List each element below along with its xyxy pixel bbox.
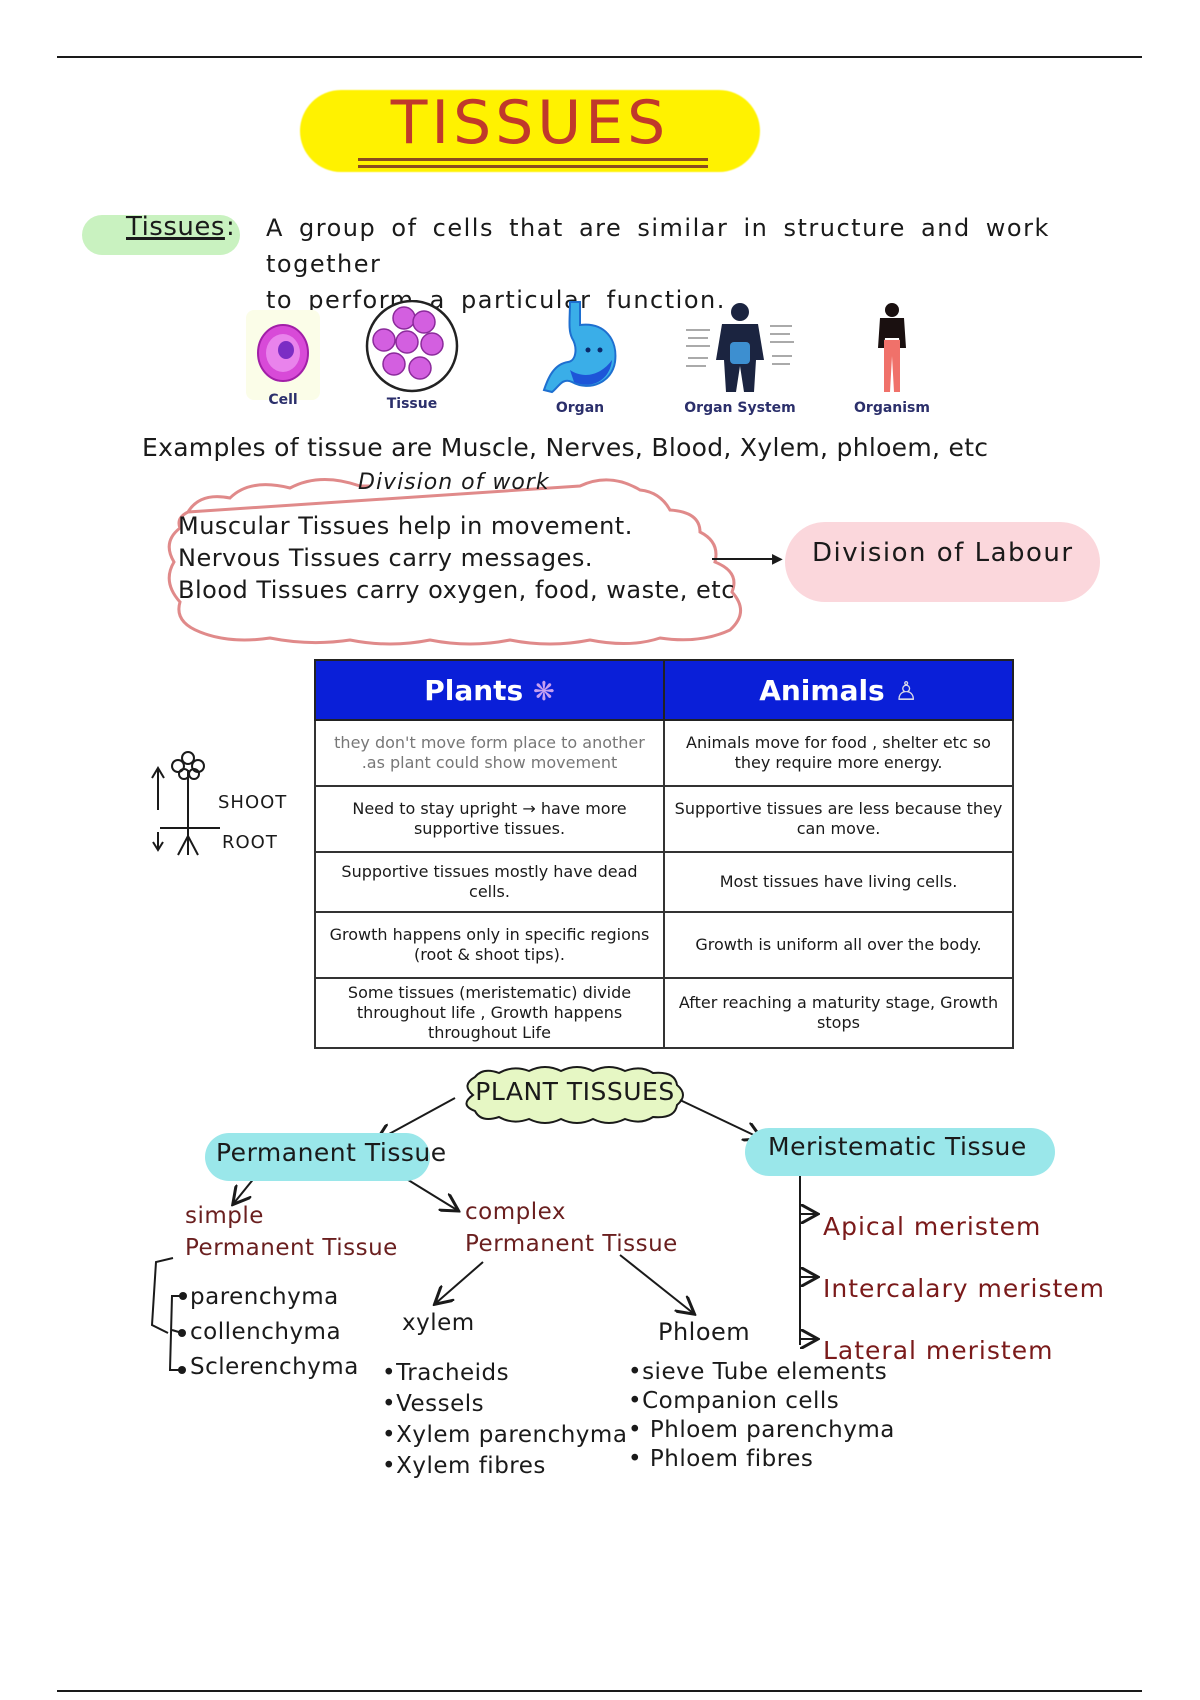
title-underline xyxy=(358,158,708,161)
complex-label-line2: Permanent Tissue xyxy=(465,1231,678,1257)
division-line: Muscular Tissues help in movement. xyxy=(178,512,633,540)
hierarchy-organ-system: Organ System xyxy=(680,300,800,430)
plant-icon: ❋ xyxy=(532,676,555,707)
permanent-tissue-highlight xyxy=(205,1133,430,1181)
list-item: •Xylem parenchyma xyxy=(382,1422,628,1448)
meristematic-tissue-label: Meristematic Tissue xyxy=(768,1132,1027,1161)
definition-line-1: A group of cells that are similar in str… xyxy=(266,214,1050,278)
division-line: Nervous Tissues carry messages. xyxy=(178,544,594,572)
human-icon xyxy=(878,303,906,392)
hierarchy-label: Tissue xyxy=(386,396,438,412)
list-item: • Phloem fibres xyxy=(628,1446,814,1472)
header-plants: Plants ❋ xyxy=(314,659,665,721)
division-of-work-lines: Muscular Tissues help in movement. Nervo… xyxy=(178,510,735,606)
list-item: collenchyma xyxy=(190,1319,342,1345)
phloem-list: •sieve Tube elements •Companion cells • … xyxy=(628,1358,895,1474)
complex-permanent-tissue: complex Permanent Tissue xyxy=(465,1196,678,1260)
header-animals: Animals ♙ xyxy=(663,659,1014,721)
person-icon: ♙ xyxy=(894,676,918,707)
list-item: •Xylem fibres xyxy=(382,1453,546,1479)
table-cell: Growth is uniform all over the body. xyxy=(663,911,1014,979)
table-row: Need to stay upright → have more support… xyxy=(314,785,1014,853)
division-of-work-title: Division of work xyxy=(358,470,550,495)
xylem-label: xylem xyxy=(402,1310,475,1336)
list-item: •Companion cells xyxy=(628,1388,840,1414)
table-cell: Need to stay upright → have more support… xyxy=(314,785,665,853)
table-cell: Supportive tissues mostly have dead cell… xyxy=(314,851,665,913)
plants-animals-table: Plants ❋ Animals ♙ they don't move form … xyxy=(314,659,1014,1049)
top-rule xyxy=(57,56,1142,58)
list-item: Intercalary meristem xyxy=(823,1274,1105,1303)
table-cell: Growth happens only in specific regions … xyxy=(314,911,665,979)
division-of-work-cloud xyxy=(167,477,742,646)
simple-label-line2: Permanent Tissue xyxy=(185,1235,398,1261)
hierarchy-cell: Cell xyxy=(240,300,326,430)
table-cell: After reaching a maturity stage, Growth … xyxy=(663,977,1014,1049)
hierarchy-organ: Organ xyxy=(530,300,630,430)
simple-label-line1: simple xyxy=(185,1203,264,1229)
labour-highlight xyxy=(785,522,1100,602)
table-row: Growth happens only in specific regions … xyxy=(314,911,1014,979)
table-cell: Supportive tissues are less because they… xyxy=(663,785,1014,853)
arrow-right-icon: ▶ xyxy=(772,551,783,567)
simple-tissue-list: parenchyma collenchyma Sclerenchyma xyxy=(190,1280,359,1385)
list-item: Apical meristem xyxy=(823,1212,1042,1241)
root-label: ROOT xyxy=(222,832,278,853)
table-header-row: Plants ❋ Animals ♙ xyxy=(314,659,1014,721)
table-cell: Some tissues (meristematic) divide throu… xyxy=(314,977,665,1049)
simple-permanent-tissue: simple Permanent Tissue xyxy=(185,1200,398,1264)
definition-line-2: to perform a particular function. xyxy=(266,286,726,314)
table-row: Supportive tissues mostly have dead cell… xyxy=(314,851,1014,913)
table-row: Some tissues (meristematic) divide throu… xyxy=(314,977,1014,1049)
list-item: •sieve Tube elements xyxy=(628,1359,888,1385)
division-line: Blood Tissues carry oxygen, food, waste,… xyxy=(178,576,735,604)
stomach-icon xyxy=(542,301,617,394)
xylem-list: •Tracheids •Vessels •Xylem parenchyma •X… xyxy=(382,1358,627,1482)
tissue-icon xyxy=(365,300,459,393)
list-item: •Vessels xyxy=(382,1391,485,1417)
hierarchy-label: Cell xyxy=(268,392,298,408)
definition-highlight xyxy=(82,215,240,255)
phloem-label: Phloem xyxy=(658,1318,751,1346)
plant-tissues-cloud xyxy=(465,1066,684,1124)
plant-tissues-title: PLANT TISSUES xyxy=(475,1077,675,1106)
table-cell: Animals move for food , shelter etc so t… xyxy=(663,719,1014,787)
list-item: • Phloem parenchyma xyxy=(628,1417,895,1443)
definition-term: Tissues xyxy=(126,212,225,242)
meristem-list: Apical meristem Intercalary meristem Lat… xyxy=(823,1196,1105,1382)
definition-text: A group of cells that are similar in str… xyxy=(266,210,1126,318)
hierarchy-label: Organism xyxy=(854,400,930,416)
table-row: they don't move form place to another .a… xyxy=(314,719,1014,787)
hierarchy-organism: Organism xyxy=(842,300,942,430)
division-of-labour: Division of Labour xyxy=(812,538,1074,568)
hierarchy-label: Organ System xyxy=(684,400,796,416)
shoot-label: SHOOT xyxy=(218,792,288,813)
arrow-line xyxy=(712,558,776,560)
hierarchy-tissue: Tissue xyxy=(356,300,468,430)
shoot-root-sketch xyxy=(151,751,220,856)
hierarchy-label: Organ xyxy=(555,400,605,416)
organ-system-icon xyxy=(686,303,794,392)
table-cell: Most tissues have living cells. xyxy=(663,851,1014,913)
list-item: Lateral meristem xyxy=(823,1336,1054,1365)
list-item: Sclerenchyma xyxy=(190,1354,359,1380)
permanent-tissue-label: Permanent Tissue xyxy=(216,1138,447,1167)
meristematic-tissue-highlight xyxy=(745,1128,1055,1176)
list-item: parenchyma xyxy=(190,1284,339,1310)
examples-text: Examples of tissue are Muscle, Nerves, B… xyxy=(142,433,989,462)
list-item: •Tracheids xyxy=(382,1360,510,1386)
complex-label-line1: complex xyxy=(465,1199,566,1225)
definition-colon: : xyxy=(226,212,235,242)
bottom-rule xyxy=(57,1690,1142,1692)
title-underline xyxy=(358,165,708,168)
table-cell: they don't move form place to another .a… xyxy=(314,719,665,787)
cell-icon xyxy=(257,324,309,382)
page-title: TISSUES xyxy=(390,88,670,158)
